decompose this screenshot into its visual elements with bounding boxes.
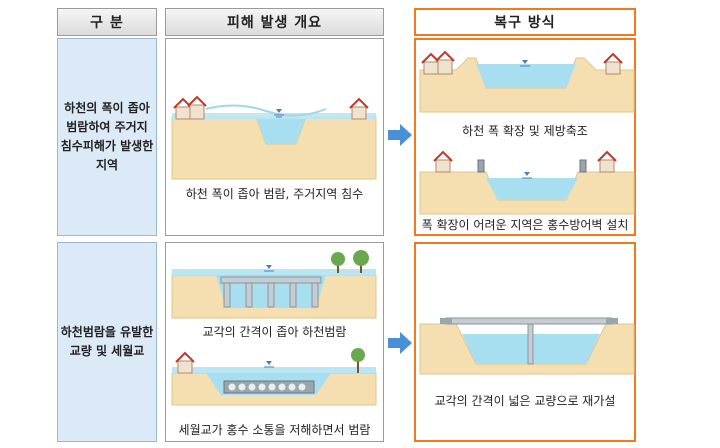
header-category: 구 분 [57,8,157,36]
recovery-panel-row-1: 하천 폭 확장 및 제방축조 폭 확장이 어려운 지역은 홍수방어벽 설치 [414,38,636,236]
house-icon [435,50,455,75]
house-icon [187,95,207,120]
category-row-2-line-2: 교량 및 세월교 [69,344,145,358]
tree-icon [351,348,365,373]
recovery-caption-row-1b: 폭 확장이 어려운 지역은 홍수방어벽 설치 [421,218,629,232]
category-row-1-line-1: 하천의 폭이 좁아 [64,101,150,115]
river-widening-levee-illustration [419,50,635,113]
house-icon [173,97,193,120]
house-icon [597,150,617,173]
arrow-right-icon [388,124,412,146]
house-icon [175,351,195,374]
damage-caption-row-1: 하천 폭이 좁아 범람, 주거지역 침수 [185,187,364,201]
tree-icon [331,250,369,273]
header-recovery-method: 복구 방식 [414,8,636,36]
category-row-1: 하천의 폭이 좁아 범람하여 주거지 침수피해가 발생한 지역 [57,38,157,236]
damage-panel-row-2: 교각의 간격이 좁아 하천범람 세월교가 홍수 소통을 저해하면서 범람 [165,242,384,442]
category-row-1-line-2: 범람하여 주거지 [66,120,148,134]
low-water-crossing-illustration [171,348,377,406]
damage-panel-row-1: 하천 폭이 좁아 범람, 주거지역 침수 [165,38,384,236]
damage-caption-row-2b: 세월교가 홍수 소통을 저해하면서 범람 [178,423,371,437]
recovery-caption-row-1a: 하천 폭 확장 및 제방축조 [462,124,588,138]
house-icon [433,150,453,173]
narrow-river-flooding-illustration [171,95,377,180]
arrow-right-icon [388,332,412,354]
flood-wall-illustration [419,150,635,215]
damage-caption-row-2a: 교각의 간격이 좁아 하천범람 [202,325,347,339]
narrow-pier-bridge-illustration [171,250,377,319]
category-row-2-line-1: 하천범람을 유발한 [60,325,154,339]
header-damage-overview: 피해 발생 개요 [165,8,384,36]
category-row-2: 하천범람을 유발한 교량 및 세월교 [57,242,157,442]
recovery-caption-row-2: 교각의 간격이 넓은 교량으로 재가설 [434,394,616,408]
category-row-1-line-4: 지역 [95,158,119,172]
recovery-panel-row-2: 교각의 간격이 넓은 교량으로 재가설 [414,242,636,442]
wide-span-bridge-illustration [419,317,635,375]
house-icon [421,52,441,75]
category-row-1-line-3: 침수피해가 발생한 [60,139,154,153]
house-icon [349,97,369,120]
house-icon [603,52,623,75]
